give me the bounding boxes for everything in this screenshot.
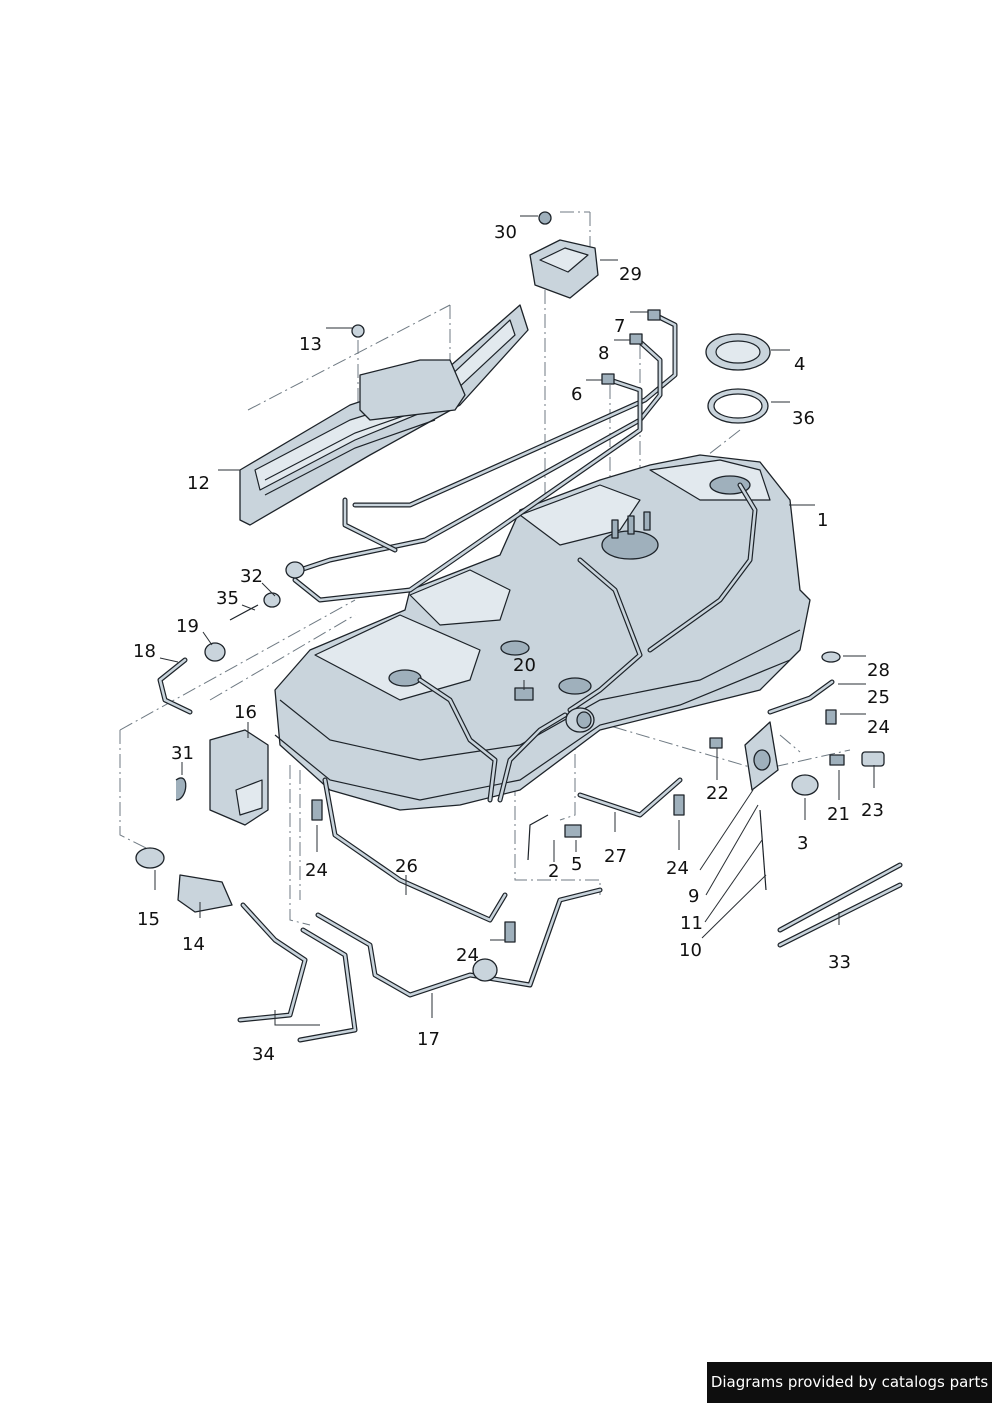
callout-25: 25 [867,687,890,708]
callout-5: 5 [571,854,582,875]
left-components [135,592,358,1043]
callout-15: 15 [137,909,160,930]
callout-24-d: 24 [867,717,890,738]
callout-30: 30 [494,222,517,243]
callout-34: 34 [252,1044,275,1065]
callout-9: 9 [688,886,699,907]
callout-28: 28 [867,660,890,681]
callout-12: 12 [187,473,210,494]
callout-16: 16 [234,702,257,723]
filler-neck [497,707,595,803]
leader-lines [154,215,875,1026]
callout-13: 13 [299,334,322,355]
callout-24-b: 24 [456,945,479,966]
lower-lines [315,679,835,998]
callout-29: 29 [619,264,642,285]
callout-11: 11 [680,913,703,934]
callout-19: 19 [176,616,199,637]
callout-6: 6 [571,384,582,405]
callout-35: 35 [216,588,239,609]
callout-36: 36 [792,408,815,429]
bracket-29 [351,211,599,338]
callout-3: 3 [797,833,808,854]
footer-credit: Diagrams provided by catalogs parts [707,1362,992,1403]
callout-8: 8 [598,343,609,364]
callout-10: 10 [679,940,702,961]
callout-labels: 1 4 36 7 8 6 29 30 13 12 32 35 19 18 16 … [133,222,890,1065]
callout-27: 27 [604,846,627,867]
heat-shield [239,304,529,526]
fuel-tank [274,454,811,811]
callout-7: 7 [614,316,625,337]
callout-2: 2 [548,861,559,882]
callout-24-c: 24 [666,858,689,879]
callout-31: 31 [171,743,194,764]
callout-26: 26 [395,856,418,877]
callout-18: 18 [133,641,156,662]
callout-20: 20 [513,655,536,676]
callout-23: 23 [861,800,884,821]
callout-21: 21 [827,804,850,825]
callout-17: 17 [417,1029,440,1050]
callout-24-a: 24 [305,860,328,881]
callout-4: 4 [794,354,805,375]
callout-1: 1 [817,510,828,531]
filler-flap-parts [311,651,903,948]
locking-ring-and-seal [705,333,771,424]
callout-33: 33 [828,952,851,973]
callout-22: 22 [706,783,729,804]
fuel-lines-upper [285,309,678,603]
callout-14: 14 [182,934,205,955]
callout-32: 32 [240,566,263,587]
